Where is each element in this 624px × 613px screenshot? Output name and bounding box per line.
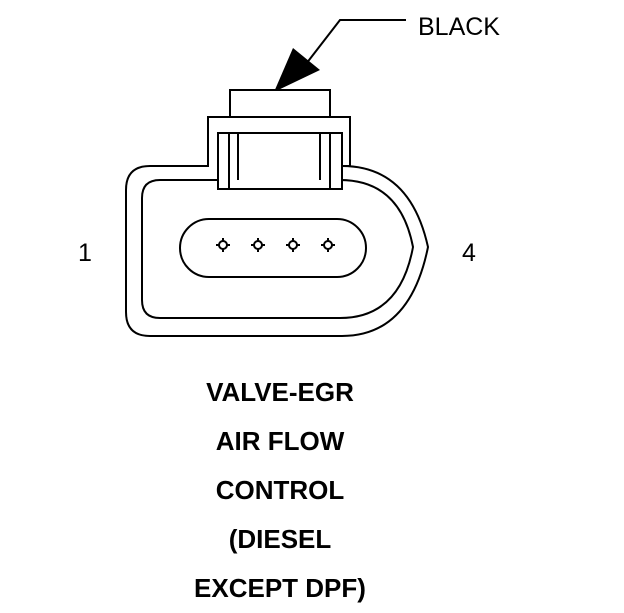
terminal-cavity bbox=[179, 218, 367, 278]
connector-diagram: BLACK 1 4 bbox=[78, 13, 500, 337]
terminal-pin bbox=[216, 238, 230, 252]
caption-line: AIR FLOW bbox=[215, 426, 345, 456]
pin-label-first: 1 bbox=[78, 239, 92, 267]
callout-arrowhead bbox=[274, 48, 320, 92]
pin-label-last: 4 bbox=[462, 239, 476, 267]
caption-line: EXCEPT DPF) bbox=[194, 573, 366, 603]
connector-color-label: BLACK bbox=[418, 13, 500, 41]
terminal-pins bbox=[216, 238, 335, 252]
caption-line: (DIESEL bbox=[228, 524, 332, 554]
connector-latch-slot bbox=[217, 132, 343, 190]
color-callout-leader bbox=[274, 19, 406, 92]
connector-caption: VALVE-EGR AIR FLOW CONTROL (DIESEL EXCEP… bbox=[0, 368, 560, 613]
terminal-pin bbox=[321, 238, 335, 252]
connector-latch-tab bbox=[229, 89, 331, 119]
terminal-pin bbox=[251, 238, 265, 252]
connector-housing-inner bbox=[141, 179, 415, 319]
caption-line: CONTROL bbox=[215, 475, 345, 505]
terminal-pin bbox=[286, 238, 300, 252]
caption-line: VALVE-EGR bbox=[206, 377, 354, 407]
